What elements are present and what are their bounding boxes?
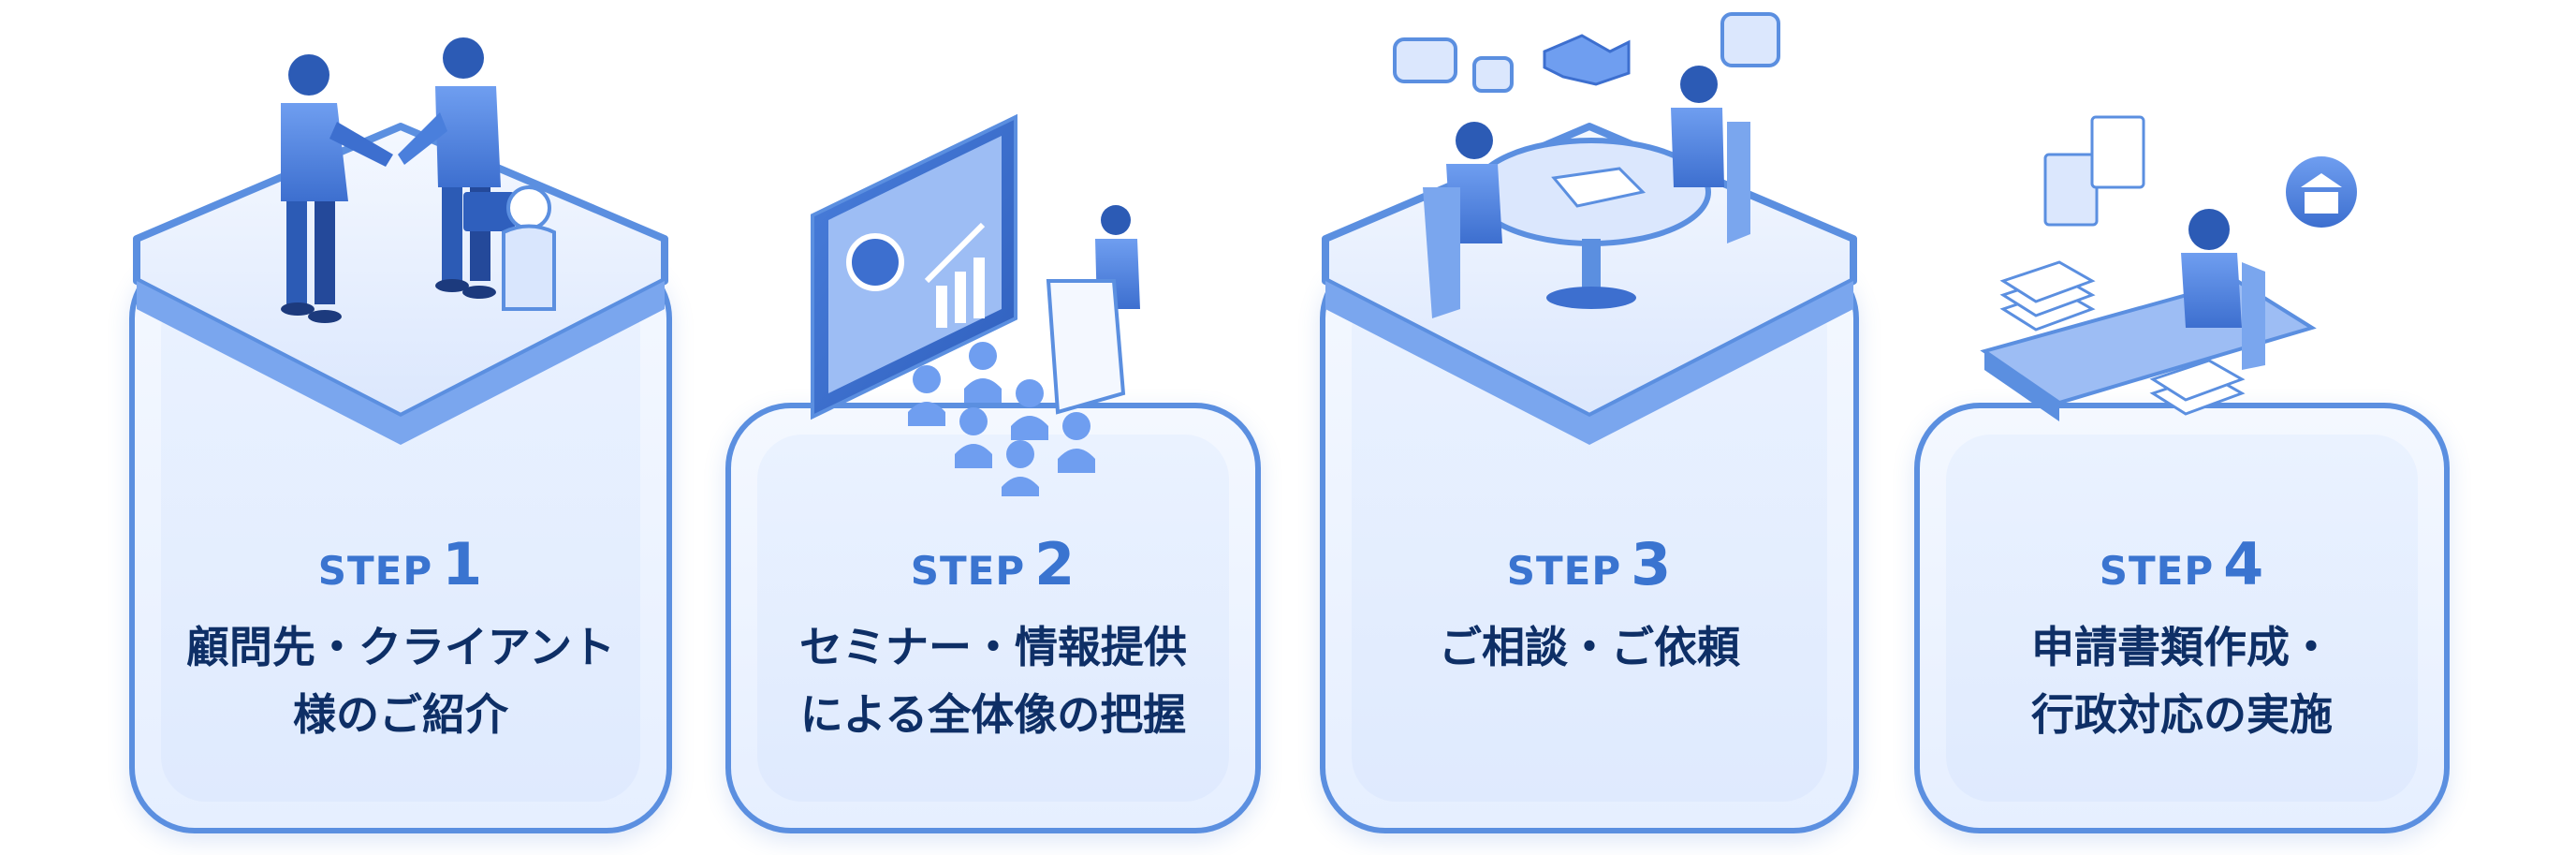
step-3-number: 3	[1631, 530, 1673, 598]
step-4-title-line1: 申請書類作成・	[2031, 622, 2333, 672]
step-4-title: 申請書類作成・ 行政対応の実施	[1920, 613, 2444, 748]
step-4-number: 4	[2223, 530, 2265, 598]
step-card-4-inner	[1946, 435, 2418, 802]
step-2-title: セミナー・情報提供 による全体像の把握	[731, 613, 1255, 748]
step-1-title: 顧問先・クライアント 様のご紹介	[135, 613, 666, 748]
step-card-2-inner	[757, 435, 1229, 802]
step-4-title-line2: 行政対応の実施	[2031, 689, 2333, 740]
paperwork-office-icon	[1980, 115, 2357, 421]
step-3-step-text: STEP	[1506, 548, 1622, 594]
step-1-step-text: STEP	[317, 548, 433, 594]
handshake-people-icon	[133, 37, 668, 445]
presentation-audience-icon	[811, 113, 1140, 496]
step-1-title-line2: 様のご紹介	[293, 689, 508, 740]
step-1-number: 1	[442, 530, 484, 598]
step-3-title-line1: ご相談・ご依頼	[1439, 622, 1740, 672]
step-2-number: 2	[1034, 530, 1076, 598]
step-1-title-line1: 顧問先・クライアント	[185, 622, 616, 672]
step-2-title-line1: セミナー・情報提供	[799, 622, 1187, 672]
step-2-title-line2: による全体像の把握	[799, 689, 1187, 740]
step-4-step-text: STEP	[2099, 548, 2215, 594]
meeting-table-icon	[1322, 12, 1857, 445]
step-2-step-text: STEP	[910, 548, 1026, 594]
step-3-title: ご相談・ご依頼	[1325, 613, 1853, 681]
